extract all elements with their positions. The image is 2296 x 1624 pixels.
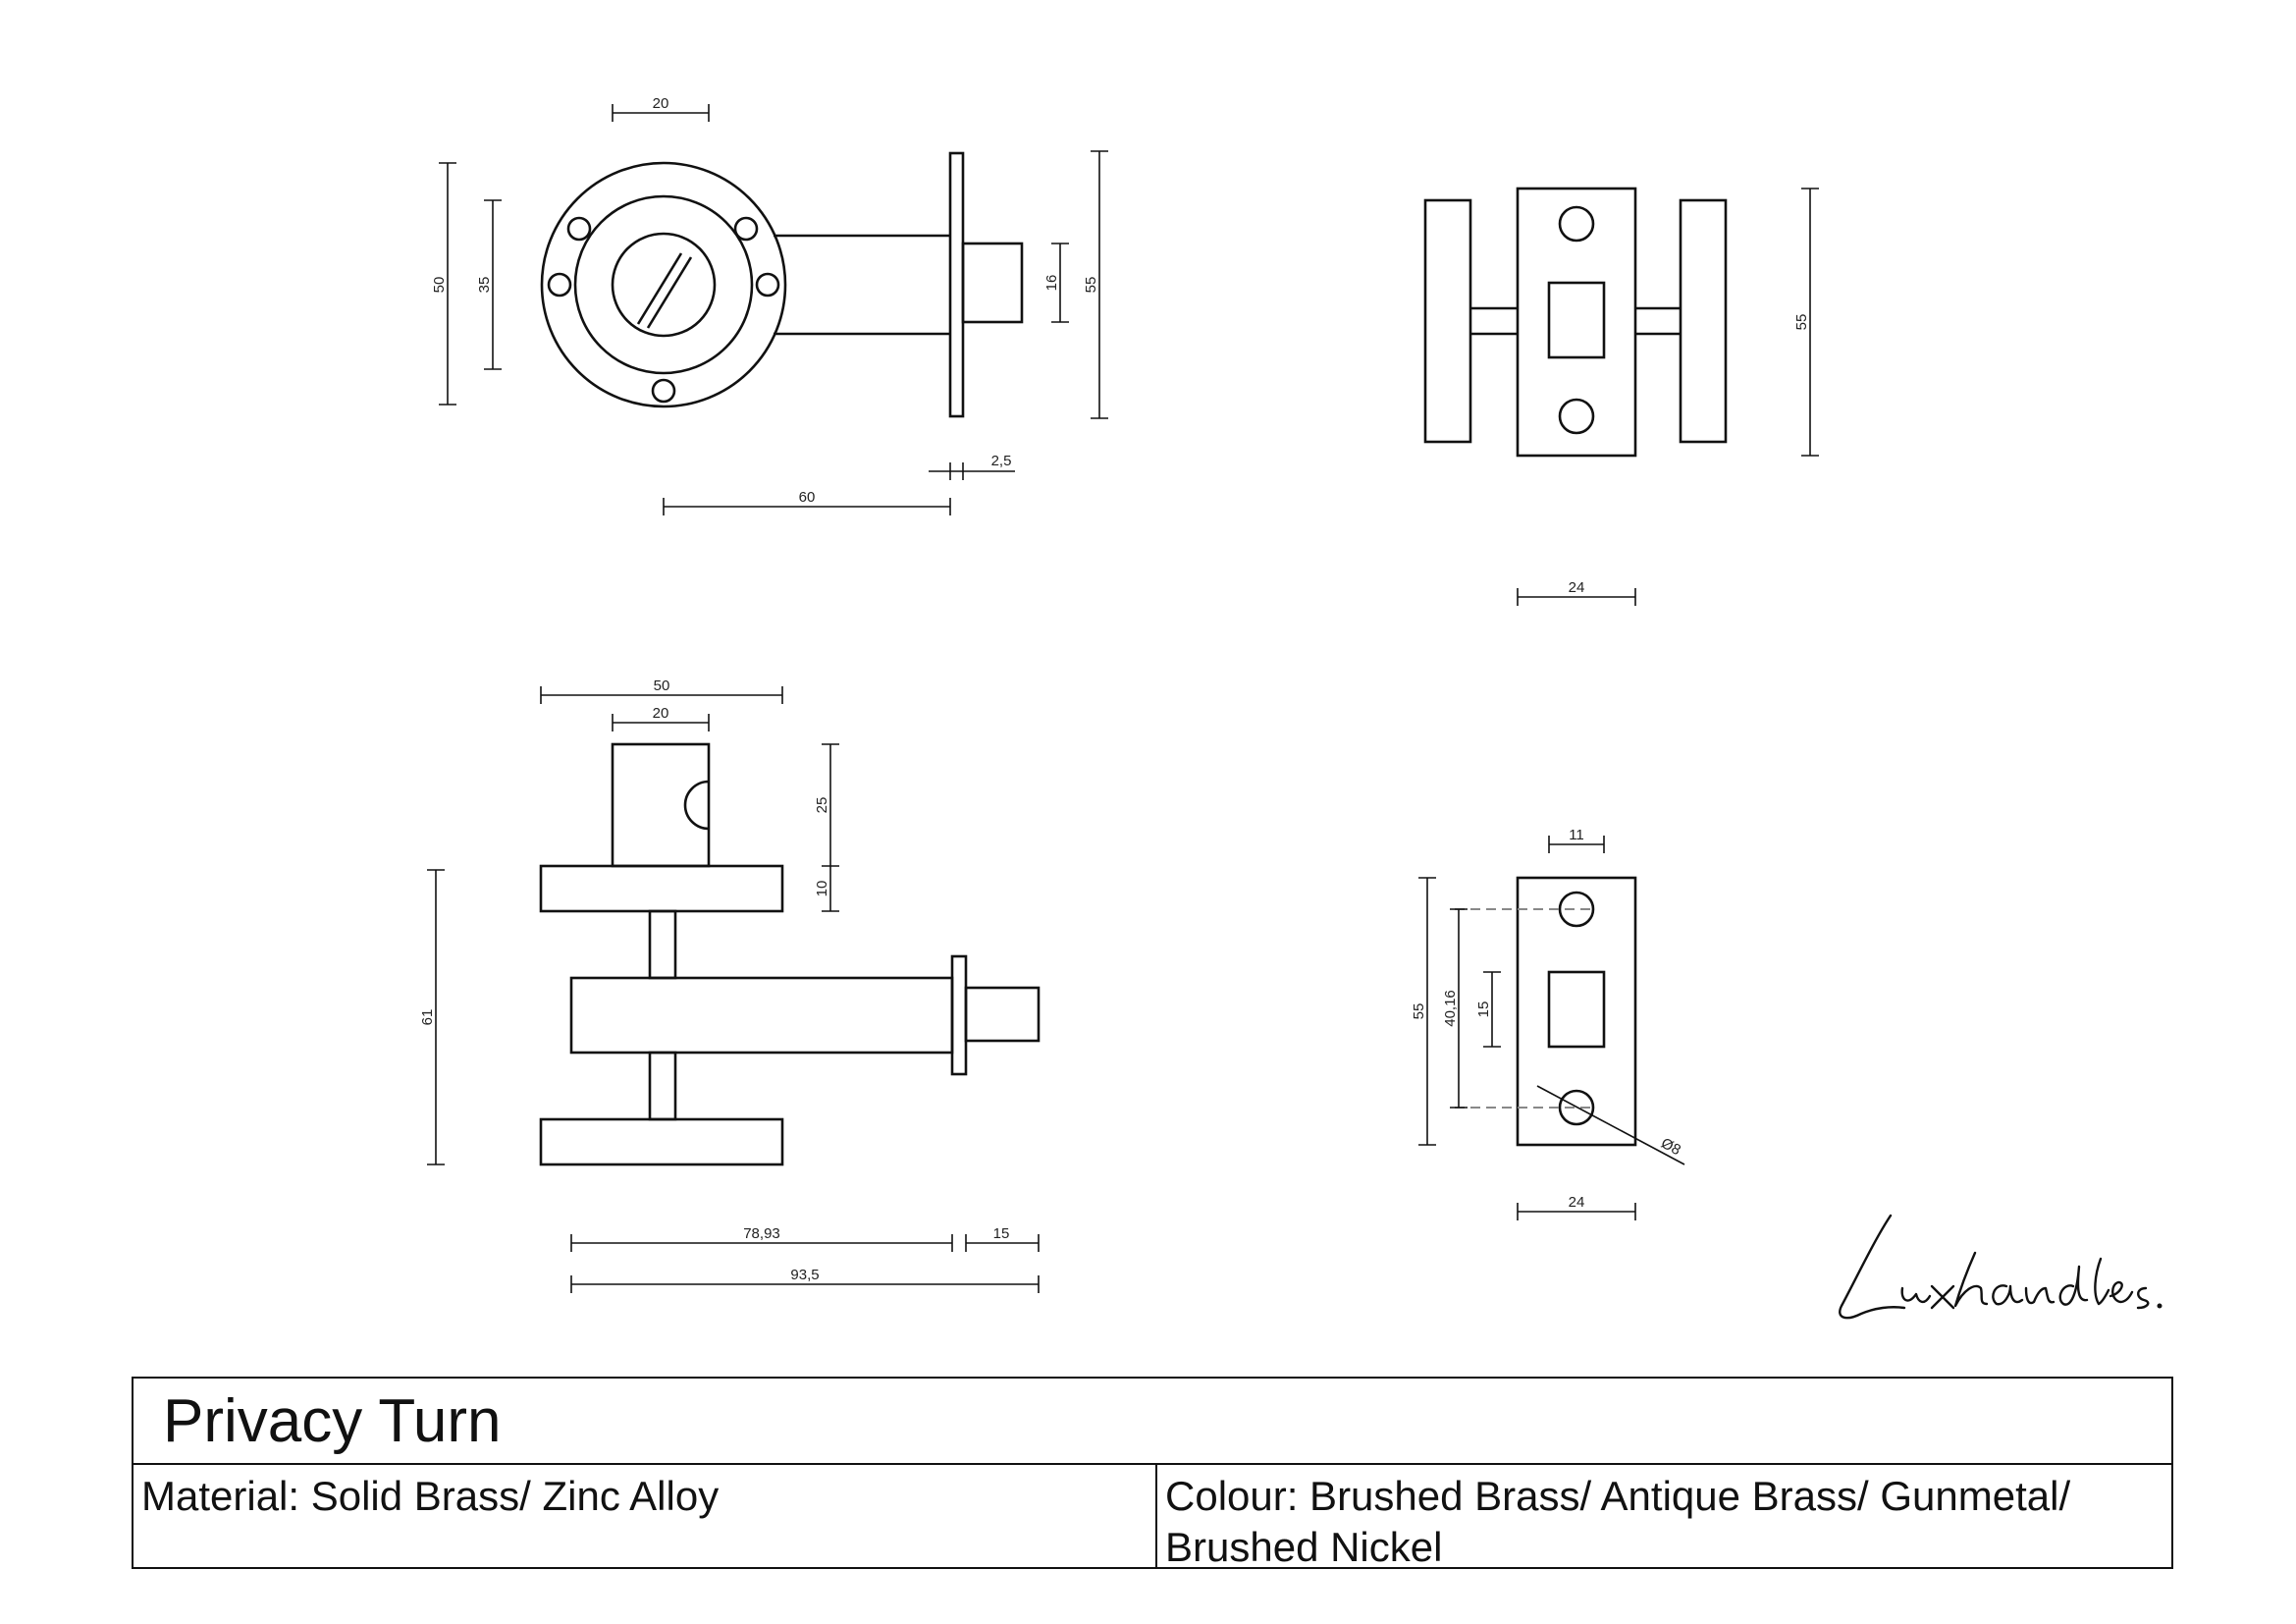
dim-text: 55 <box>1411 1003 1427 1020</box>
spindle <box>648 909 677 980</box>
dim-text: 55 <box>1083 277 1099 294</box>
side-view: 50 20 25 10 61 78,93 15 93,5 <box>419 677 1041 1293</box>
bolt-opening <box>1547 970 1606 1049</box>
faceplate <box>948 151 965 418</box>
product-title: Privacy Turn <box>163 1387 502 1455</box>
bolt-opening <box>1547 281 1606 359</box>
dim-text: 11 <box>1569 827 1584 843</box>
screw-hole <box>733 216 759 242</box>
dim-text: 40,16 <box>1442 990 1459 1027</box>
colour-line: Brushed Nickel <box>1165 1524 1443 1570</box>
screw-hole <box>1558 1089 1595 1126</box>
turn-slot <box>636 252 683 325</box>
rose-outer <box>540 161 787 408</box>
rose-inner <box>573 194 754 375</box>
latch-body <box>569 976 954 1055</box>
keep-view: 11 55 40,16 15 Ø8 24 <box>1411 827 1685 1220</box>
screw-hole <box>651 378 676 404</box>
dim-text: 2,5 <box>991 453 1012 469</box>
dim-text: 55 <box>1793 314 1810 331</box>
colour-text: Colour: Brushed Brass/ Antique Brass/ Gu… <box>1165 1471 2070 1573</box>
dim-text: Ø8 <box>1658 1135 1683 1159</box>
screw-hole <box>1558 891 1595 928</box>
dim-text: 25 <box>814 797 830 814</box>
material-text: Material: Solid Brass/ Zinc Alloy <box>141 1473 720 1519</box>
dim-text: 10 <box>814 881 830 897</box>
bolt-side <box>964 986 1041 1043</box>
title-block: Privacy Turn Material: Solid Brass/ Zinc… <box>132 1377 2173 1570</box>
title-row: Privacy Turn <box>133 1379 2171 1465</box>
turn-plate <box>1679 198 1728 444</box>
dim-text: 24 <box>1569 579 1585 596</box>
dim-text: 78,93 <box>743 1225 780 1242</box>
rose-side <box>539 1117 784 1166</box>
dim-text: 93,5 <box>790 1267 819 1283</box>
dim-text: 60 <box>799 489 816 506</box>
turn-knob <box>611 232 717 338</box>
dim-text: 20 <box>653 95 669 112</box>
strike-plate <box>1516 187 1637 458</box>
turn-plate <box>1423 198 1472 444</box>
dim-text: 20 <box>653 705 669 722</box>
turn-knob-side <box>611 742 711 868</box>
luxhandles-signature-logo <box>1839 1214 2163 1320</box>
faceplate-side <box>950 954 968 1076</box>
material-cell: Material: Solid Brass/ Zinc Alloy <box>133 1465 1157 1568</box>
dim-text: 24 <box>1569 1194 1585 1211</box>
colour-cell: Colour: Brushed Brass/ Antique Brass/ Gu… <box>1157 1465 2172 1570</box>
front-view: 20 50 35 16 55 2,5 60 <box>431 95 1108 515</box>
bolt <box>961 242 1024 324</box>
screw-hole <box>1558 398 1595 435</box>
colour-line: Colour: Brushed Brass/ Antique Brass/ Gu… <box>1165 1473 2071 1519</box>
dim-text: 50 <box>654 677 670 694</box>
dim-text: 15 <box>1475 1001 1492 1018</box>
screw-hole <box>755 272 780 298</box>
screw-hole <box>1558 205 1595 243</box>
dim-text: 61 <box>419 1009 436 1026</box>
screw-hole <box>547 272 572 298</box>
keep-plate <box>1516 876 1637 1147</box>
spindle <box>648 1051 677 1121</box>
dim-text: 50 <box>431 277 448 294</box>
dim-text: 35 <box>476 277 493 294</box>
screw-hole <box>566 216 592 242</box>
dim-text: 15 <box>993 1225 1010 1242</box>
dim-text: 16 <box>1043 275 1060 292</box>
top-view: 55 24 <box>1423 187 1819 606</box>
rose-side <box>539 864 784 913</box>
